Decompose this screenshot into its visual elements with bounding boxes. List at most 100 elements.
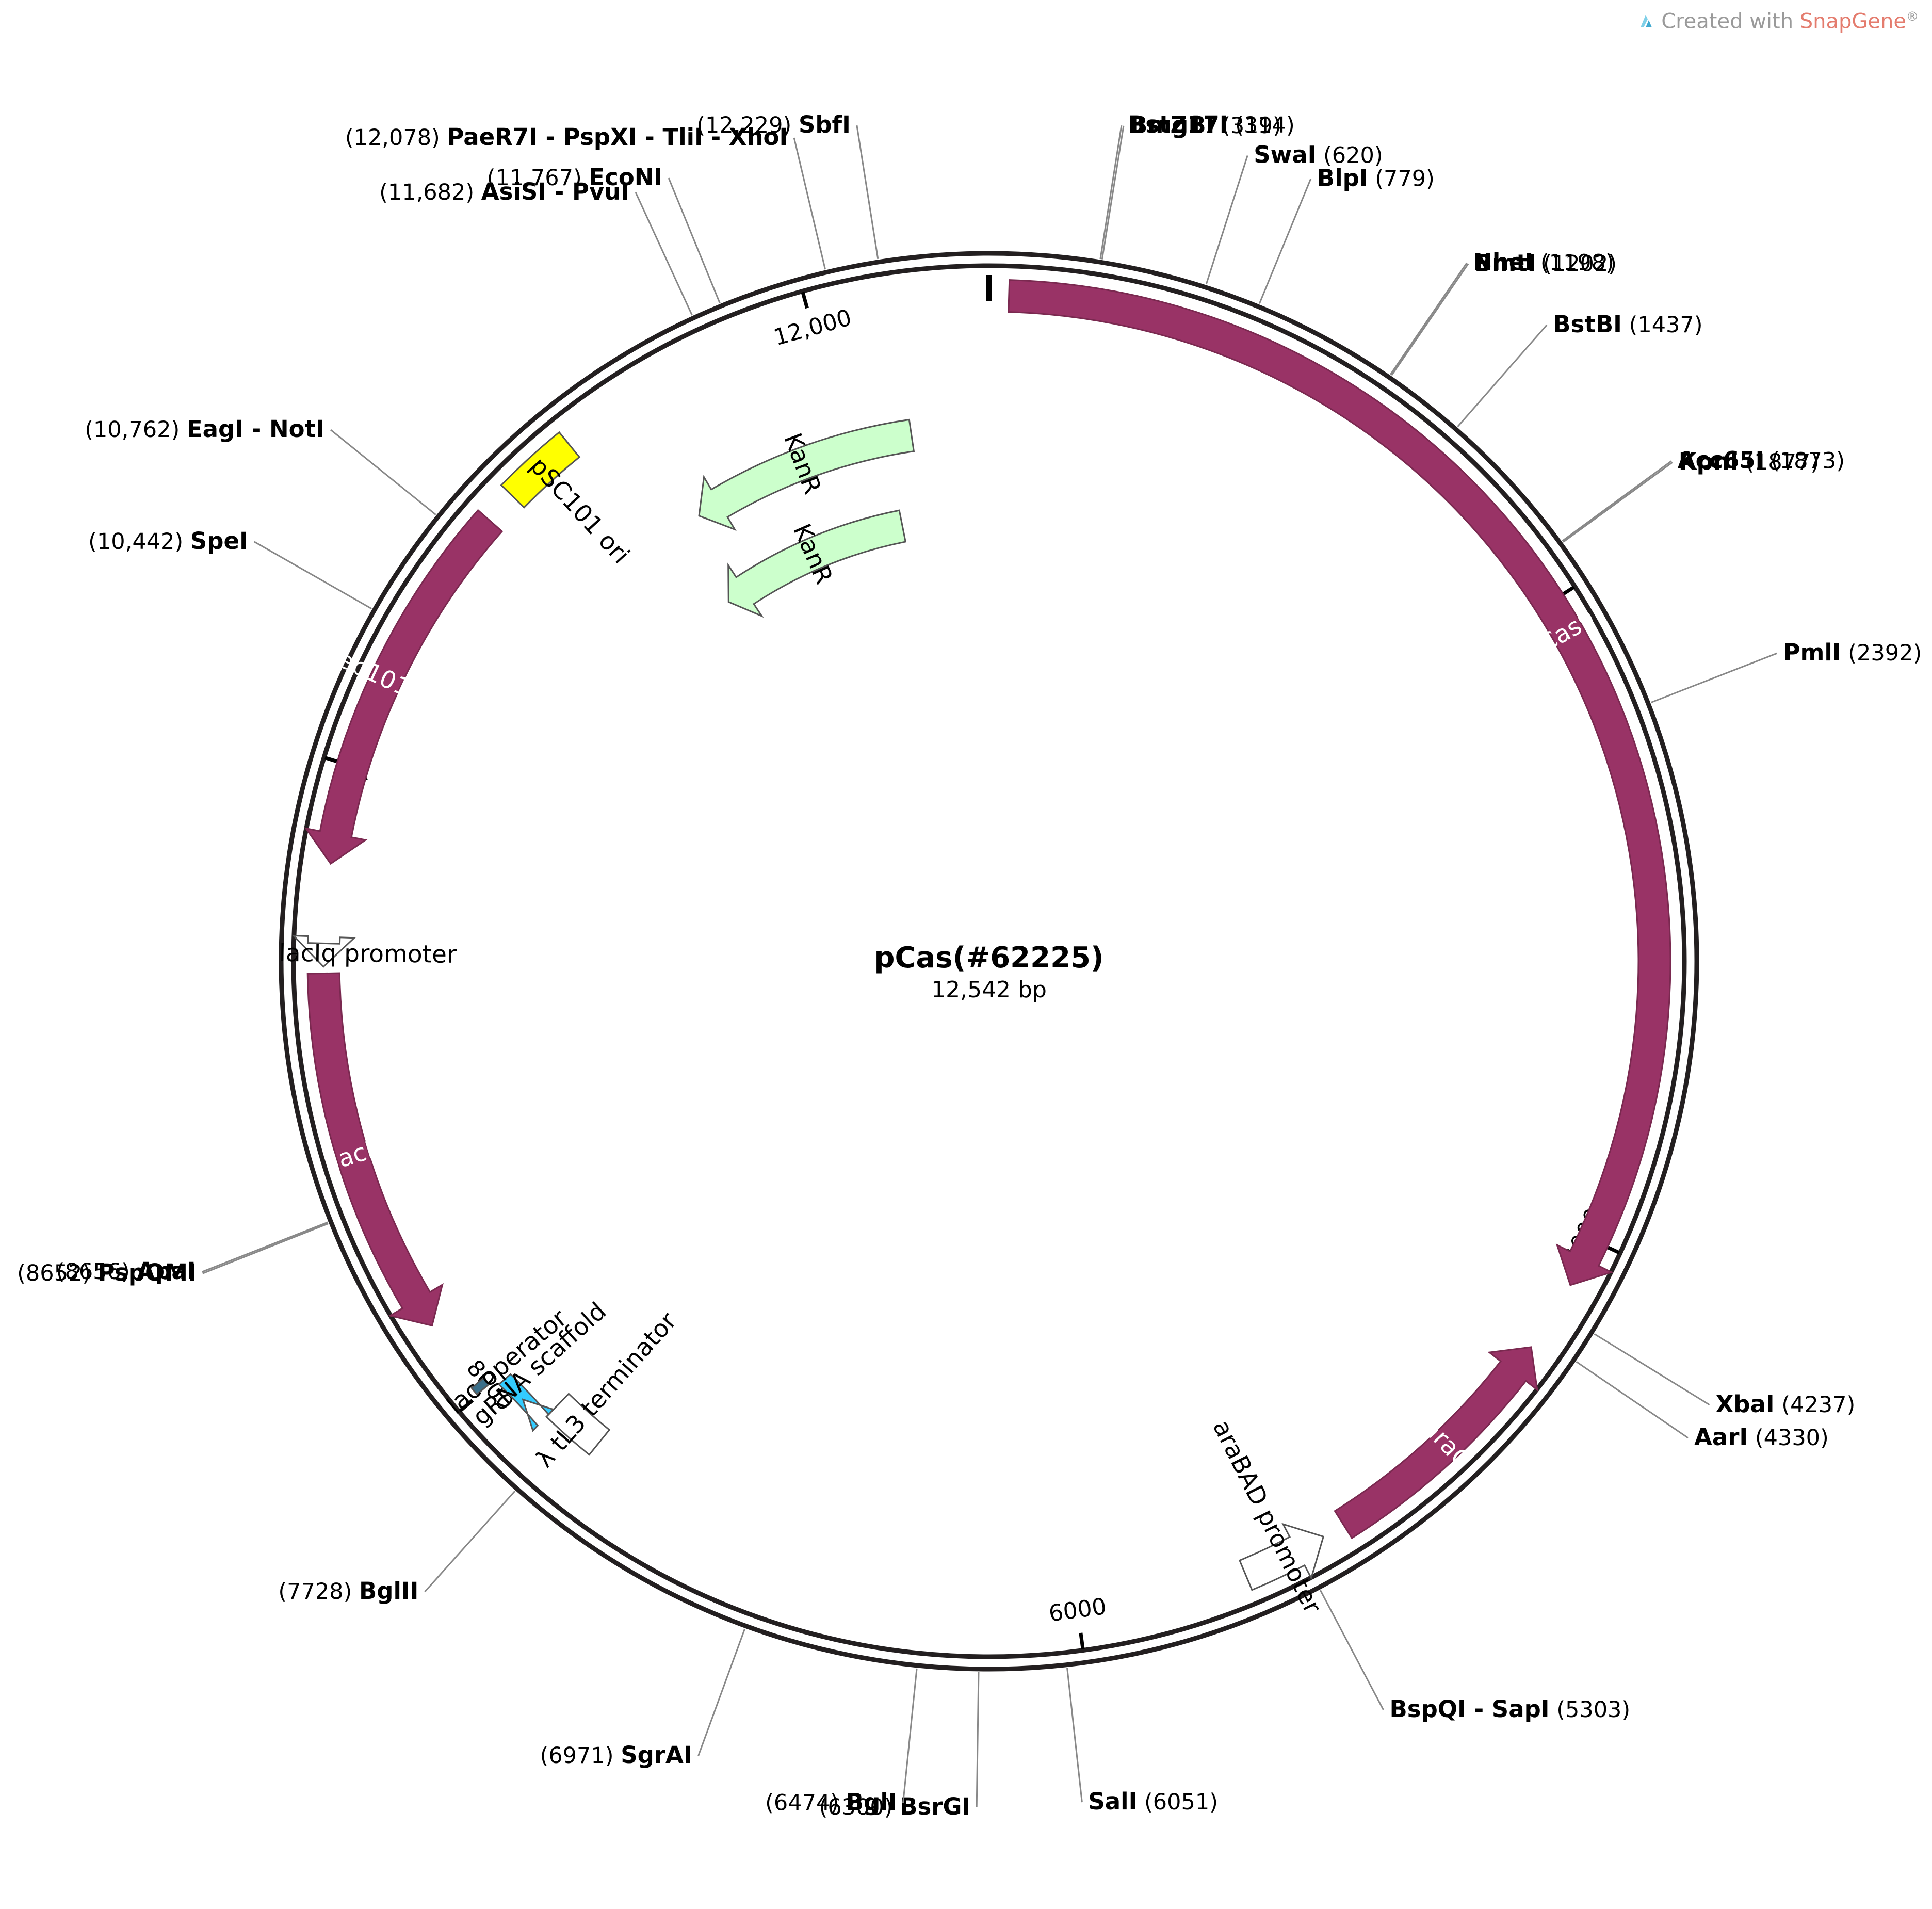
restriction-site[interactable]: BmgBI (319)	[1101, 111, 1281, 260]
feature-grna-shape[interactable]	[497, 1373, 555, 1432]
tick-label: 12,000	[771, 304, 854, 351]
site-label[interactable]: (8652) PspOMI	[17, 1259, 197, 1286]
site-label[interactable]: NheI (1198)	[1473, 249, 1614, 276]
site-label[interactable]: XbaI (4237)	[1716, 1390, 1856, 1418]
site-label[interactable]: (6971) SgrAI	[540, 1741, 692, 1769]
site-label[interactable]: KpnI (1877)	[1679, 448, 1820, 475]
restriction-site[interactable]: (10,442) SpeI	[88, 527, 372, 610]
restriction-site[interactable]: (6971) SgrAI	[540, 1628, 746, 1769]
feature-psc101-label: pSC101 ori	[524, 452, 635, 570]
site-label[interactable]: (11,767) EcoNI	[487, 164, 662, 191]
site-leader-line	[1594, 1333, 1710, 1406]
feature-psc101-shape[interactable]	[500, 431, 581, 509]
site-leader-line	[202, 1221, 328, 1273]
site-label[interactable]: PmlI (2392)	[1783, 639, 1922, 666]
restriction-site[interactable]: (7728) BglII	[278, 1490, 516, 1605]
site-label[interactable]: BstBI (1437)	[1553, 311, 1702, 338]
site-position: (6474)	[765, 1790, 839, 1816]
feature-araBAD[interactable]: araBAD promoter	[1207, 1416, 1327, 1619]
feature-araBAD-shape[interactable]	[1238, 1523, 1325, 1591]
restriction-site[interactable]: BstZ17I (314)	[1099, 111, 1295, 260]
site-position: (8656)	[56, 1259, 130, 1285]
site-label[interactable]: (10,762) EagI - NotI	[85, 415, 324, 443]
site-leader-line	[330, 429, 436, 515]
restriction-site[interactable]: (8656) ApaI	[56, 1221, 328, 1285]
restriction-site[interactable]: SalI (6051)	[1066, 1668, 1218, 1815]
site-gap	[1841, 640, 1848, 666]
feature-cas9[interactable]: Cas9	[1008, 279, 1671, 1286]
restriction-site[interactable]: (6300) BsrGI	[819, 1672, 980, 1820]
feature-laciq[interactable]: lacIq promoter	[279, 934, 458, 969]
site-label[interactable]: (10,442) SpeI	[88, 527, 248, 555]
feature-lacI-shape[interactable]	[306, 972, 444, 1327]
restriction-site[interactable]: Acc65I (1873)	[1562, 447, 1845, 542]
restriction-site[interactable]: BlpI (779)	[1258, 164, 1435, 304]
site-gap	[1550, 1697, 1557, 1723]
restriction-site[interactable]: BmtI (1202)	[1391, 249, 1617, 376]
restriction-site[interactable]: (12,229) SbfI	[696, 111, 879, 260]
feature-kanr2[interactable]: KanR	[727, 509, 907, 618]
site-position: (6051)	[1144, 1789, 1218, 1815]
site-label[interactable]: AarI (4330)	[1694, 1423, 1829, 1451]
restriction-site[interactable]: SwaI (620)	[1205, 141, 1383, 285]
site-label[interactable]: BstZ17I (314)	[1128, 111, 1295, 138]
site-label[interactable]: (11,682) AsiSI - PvuI	[379, 178, 629, 205]
feature-kanr1[interactable]: KanR	[698, 418, 915, 531]
restriction-site[interactable]: (8652) PspOMI	[17, 1223, 329, 1287]
site-label[interactable]: SalI (6051)	[1088, 1788, 1218, 1815]
restriction-site[interactable]: BstBI (1437)	[1457, 311, 1703, 427]
restriction-site[interactable]: (11,682) AsiSI - PvuI	[379, 178, 693, 316]
restriction-site[interactable]: (10,762) EagI - NotI	[85, 415, 436, 515]
site-name: SpeI	[190, 527, 248, 555]
site-name: BglII	[359, 1577, 418, 1605]
site-name: PmlI	[1783, 639, 1841, 666]
site-name: AsiSI - PvuI	[481, 178, 629, 205]
feature-kanr2-shape[interactable]	[727, 509, 907, 618]
restriction-site[interactable]: (12,078) PaeR7I - PspXI - TliI - XhoI	[345, 123, 826, 270]
site-label[interactable]: Acc65I (1873)	[1678, 447, 1845, 474]
feature-psc101[interactable]: pSC101 ori	[500, 431, 635, 570]
site-label[interactable]: (12,229) SbfI	[696, 111, 851, 138]
site-leader-line	[1650, 652, 1778, 703]
site-label[interactable]: BlpI (779)	[1317, 164, 1435, 191]
feature-rep101-shape[interactable]	[304, 509, 504, 865]
feature-araC[interactable]: araC	[1334, 1346, 1538, 1540]
feature-kanr1-shape[interactable]	[698, 418, 915, 531]
backbone-outer-ring	[279, 251, 1699, 1672]
feature-cas9-shape[interactable]	[1008, 279, 1671, 1286]
restriction-site[interactable]: XbaI (4237)	[1594, 1333, 1856, 1418]
restriction-site[interactable]: NheI (1198)	[1390, 249, 1614, 375]
credit-brand-name: SnapGene	[1799, 9, 1906, 34]
site-position: (1873)	[1771, 448, 1845, 474]
feature-lacI[interactable]: lacI	[306, 972, 444, 1327]
site-label[interactable]: (6300) BsrGI	[819, 1793, 971, 1820]
restriction-site[interactable]: BspQI - SapI (5303)	[1320, 1590, 1630, 1723]
site-gap	[1137, 1789, 1144, 1815]
site-label[interactable]: (7728) BglII	[278, 1577, 418, 1605]
feature-laciq-shape[interactable]	[291, 934, 356, 968]
site-name: PaeR7I - PspXI - TliI - XhoI	[447, 123, 788, 151]
site-gap	[180, 417, 187, 443]
restriction-site[interactable]: KpnI (1877)	[1563, 448, 1820, 543]
site-label[interactable]: BmgBI (319)	[1130, 111, 1281, 139]
feature-lacop-shape[interactable]	[470, 1377, 490, 1396]
site-position: (8652)	[17, 1260, 91, 1286]
site-position: (4330)	[1755, 1425, 1829, 1451]
site-name: Acc65I	[1678, 447, 1764, 474]
site-label[interactable]: (8656) ApaI	[56, 1257, 196, 1285]
site-label[interactable]: SwaI (620)	[1254, 141, 1383, 168]
site-label[interactable]: (12,078) PaeR7I - PspXI - TliI - XhoI	[345, 123, 788, 151]
site-label[interactable]: BmtI (1202)	[1474, 249, 1617, 277]
site-name: SalI	[1088, 1788, 1137, 1815]
restriction-site[interactable]: PmlI (2392)	[1650, 639, 1922, 703]
site-position: (6971)	[540, 1743, 614, 1769]
site-position: (12,078)	[345, 125, 440, 151]
site-name: BstBI	[1553, 311, 1622, 338]
feature-araC-shape[interactable]	[1334, 1346, 1538, 1540]
restriction-site[interactable]: AarI (4330)	[1576, 1361, 1829, 1451]
site-label[interactable]: BspQI - SapI (5303)	[1389, 1695, 1630, 1723]
site-label[interactable]: (6474) BglI	[765, 1789, 897, 1816]
restriction-site[interactable]: (11,767) EcoNI	[487, 164, 721, 304]
feature-lambda-shape[interactable]	[545, 1393, 611, 1456]
restriction-site[interactable]: (6474) BglI	[765, 1668, 918, 1816]
